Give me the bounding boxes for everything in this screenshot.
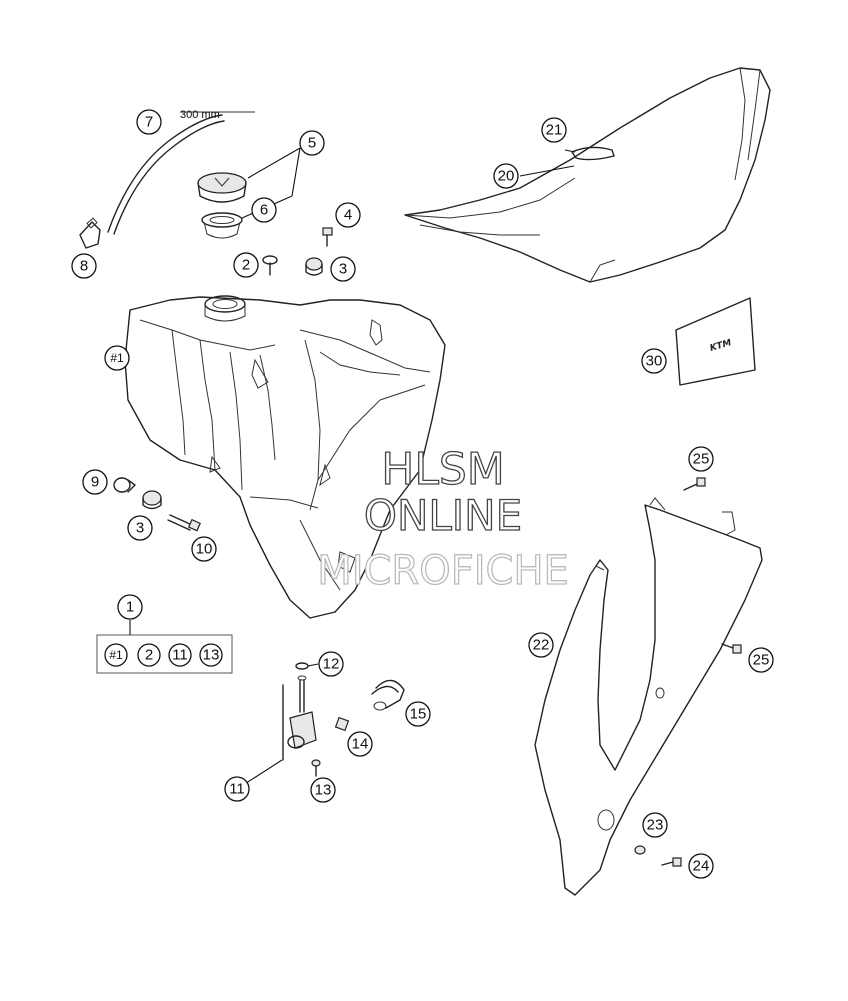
bolt-upper — [683, 477, 706, 491]
kit-item-1: #1 — [104, 643, 128, 667]
callout-bolt-upper: 25 — [688, 446, 714, 472]
elbow-fitting — [79, 217, 101, 249]
svg-text:22: 22 — [533, 637, 550, 654]
svg-text:3: 3 — [339, 261, 347, 278]
callout-bolt-mid: 25 — [748, 647, 774, 673]
vent-hose — [107, 111, 255, 235]
svg-text:25: 25 — [753, 652, 770, 669]
svg-text:#1: #1 — [110, 351, 124, 365]
callout-seat: 20 — [493, 163, 519, 189]
callout-nut: 14 — [347, 731, 373, 757]
tap-screw — [311, 759, 321, 777]
bolt-mid — [721, 643, 742, 654]
bushing-left — [142, 490, 162, 510]
svg-text:21: 21 — [546, 122, 563, 139]
svg-text:23: 23 — [647, 817, 664, 834]
callout-hose: 7 — [136, 109, 162, 135]
o-ring — [295, 662, 309, 670]
bolt-top — [322, 227, 333, 247]
decal-logo: KTM — [709, 338, 733, 354]
fuel-tank — [124, 295, 446, 619]
svg-text:#1: #1 — [109, 648, 123, 662]
svg-text:ONLINE: ONLINE — [364, 491, 522, 540]
svg-text:HLSM: HLSM — [381, 444, 505, 495]
callout-cap: 5 — [299, 130, 325, 156]
svg-text:3: 3 — [136, 520, 144, 537]
seat-pad — [571, 146, 615, 161]
bolt-left — [167, 514, 201, 532]
callout-screw-top: 2 — [233, 252, 259, 278]
svg-text:30: 30 — [646, 353, 663, 370]
callout-bushing-left: 3 — [127, 515, 153, 541]
seat — [404, 67, 771, 283]
callout-kit: 1 — [117, 594, 143, 620]
screw-left — [113, 477, 136, 493]
callout-side-panel: 22 — [528, 632, 554, 658]
svg-text:7: 7 — [145, 114, 153, 131]
svg-text:13: 13 — [315, 782, 332, 799]
callout-bolt-bottom: 24 — [688, 853, 714, 879]
fuel-cap — [197, 172, 247, 203]
hose-length-label: 300 mm — [180, 109, 220, 121]
callout-bolt-top: 4 — [335, 202, 361, 228]
svg-text:8: 8 — [80, 258, 88, 275]
leader-lines — [236, 147, 576, 790]
svg-text:14: 14 — [352, 736, 369, 753]
svg-text:6: 6 — [260, 202, 268, 219]
svg-text:2: 2 — [145, 647, 153, 664]
callout-seat-pad: 21 — [541, 117, 567, 143]
svg-text:2: 2 — [242, 257, 250, 274]
washer — [634, 845, 646, 855]
callout-seal-ring: 6 — [251, 197, 277, 223]
side-panel — [534, 497, 763, 896]
callout-elbow: 8 — [71, 253, 97, 279]
svg-text:25: 25 — [693, 451, 710, 468]
svg-text:11: 11 — [172, 647, 188, 664]
kit-contents-box — [96, 620, 233, 674]
callout-bushing-top: 3 — [330, 256, 356, 282]
svg-text:15: 15 — [410, 706, 427, 723]
svg-text:9: 9 — [91, 474, 99, 491]
ktm-decal: KTM — [675, 297, 756, 386]
callout-tap-screw: 13 — [310, 777, 336, 803]
callout-o-ring: 12 — [318, 651, 344, 677]
svg-text:5: 5 — [308, 135, 316, 152]
callout-fuel-tap: 11 — [224, 776, 250, 802]
svg-text:1: 1 — [126, 599, 134, 616]
watermark: HLSM ONLINE MICROFICHE — [317, 443, 570, 594]
fuel-tap — [282, 675, 317, 761]
fuel-hose-bend — [371, 679, 405, 711]
callout-washer: 23 — [642, 812, 668, 838]
svg-text:4: 4 — [344, 207, 352, 224]
callout-tank: #1 — [104, 345, 130, 371]
svg-text:24: 24 — [693, 858, 710, 875]
svg-text:20: 20 — [498, 168, 515, 185]
kit-item-3: 11 — [168, 643, 192, 667]
svg-text:10: 10 — [196, 541, 213, 558]
svg-text:MICROFICHE: MICROFICHE — [317, 548, 569, 594]
tap-nut — [334, 716, 350, 732]
callout-bolt-left: 10 — [191, 536, 217, 562]
callout-screw-left: 9 — [82, 469, 108, 495]
svg-text:13: 13 — [203, 647, 220, 664]
callout-decal: 30 — [641, 348, 667, 374]
callout-fuel-hose: 15 — [405, 701, 431, 727]
kit-item-2: 2 — [137, 643, 161, 667]
kit-item-4: 13 — [199, 643, 223, 667]
screw-top — [262, 255, 278, 276]
cap-seal-ring — [201, 212, 243, 239]
svg-text:12: 12 — [323, 656, 340, 673]
svg-text:11: 11 — [229, 781, 245, 798]
bushing-top — [305, 257, 323, 276]
bolt-bottom — [661, 857, 682, 867]
